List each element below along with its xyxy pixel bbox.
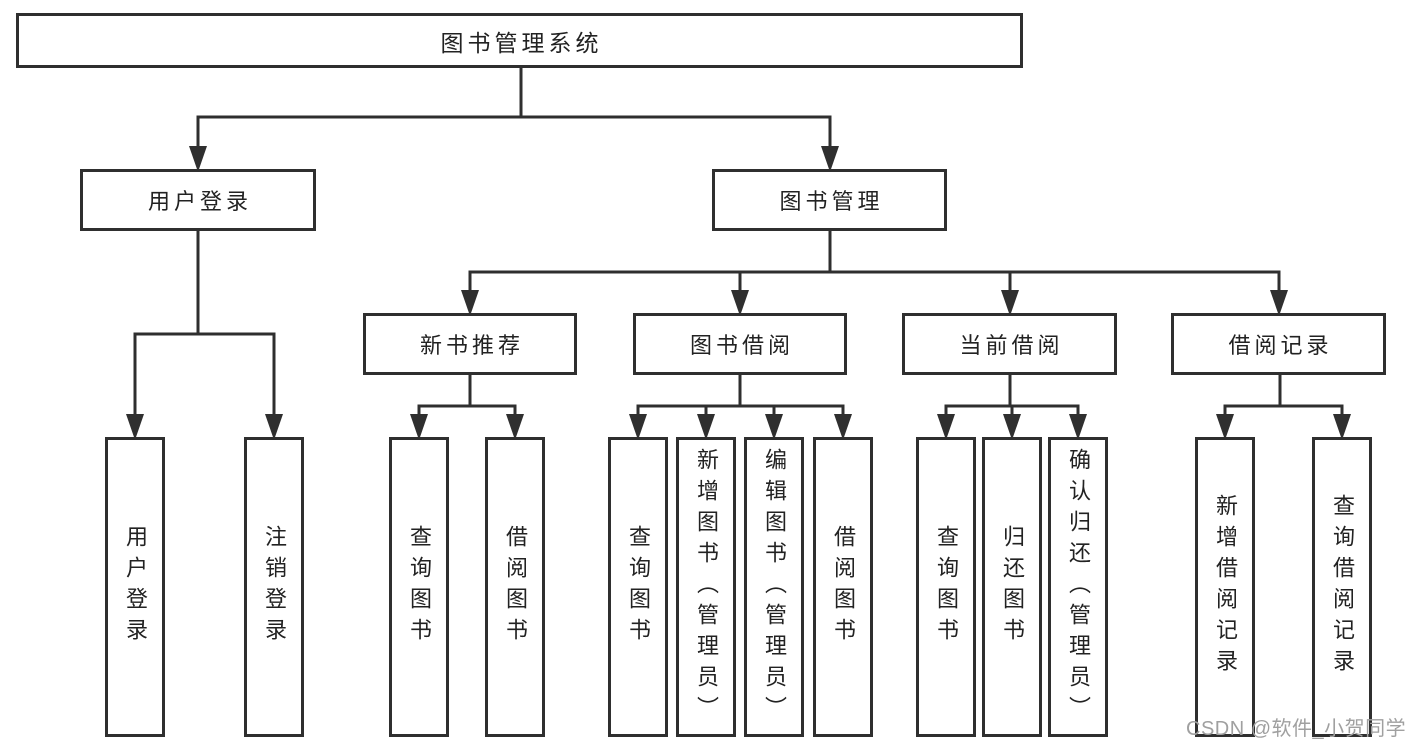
- arrowhead: [126, 414, 144, 440]
- leaf-bb-query-books: 查询图书: [608, 437, 668, 737]
- arrowhead: [1069, 414, 1087, 440]
- csdn-watermark: CSDN @软件_小贺同学: [1186, 718, 1405, 740]
- arrowhead: [697, 414, 715, 440]
- node-book-management-system: 图书管理系统: [16, 13, 1023, 68]
- arrowhead: [506, 414, 524, 440]
- arrowhead: [731, 290, 749, 316]
- leaf-cb-query-books: 查询图书: [916, 437, 976, 737]
- arrowhead: [629, 414, 647, 440]
- arrowhead: [189, 146, 207, 172]
- connector-root-split: [189, 65, 839, 172]
- leaf-bb-add-books-admin: 新增图书（管理员）: [676, 437, 736, 737]
- leaf-cb-return-books: 归还图书: [982, 437, 1042, 737]
- arrowhead: [1003, 414, 1021, 440]
- connector-borrow-record-split: [1216, 373, 1351, 440]
- connector-current-borrow-split: [937, 373, 1087, 440]
- node-borrow-records: 借阅记录: [1171, 313, 1386, 375]
- arrowhead: [1333, 414, 1351, 440]
- leaf-br-add-record: 新增借阅记录: [1195, 437, 1255, 737]
- connector-book-mgmt-split: [461, 229, 1288, 316]
- leaf-bb-edit-books-admin: 编辑图书（管理员）: [744, 437, 804, 737]
- leaf-nb-borrow-books: 借阅图书: [485, 437, 545, 737]
- arrowhead: [410, 414, 428, 440]
- arrowhead: [1270, 290, 1288, 316]
- node-user-login: 用户登录: [80, 169, 316, 231]
- arrowhead: [461, 290, 479, 316]
- leaf-logout: 注销登录: [244, 437, 304, 737]
- leaf-nb-query-books: 查询图书: [389, 437, 449, 737]
- leaf-cb-confirm-return-admin: 确认归还（管理员）: [1048, 437, 1108, 737]
- node-book-borrow: 图书借阅: [633, 313, 847, 375]
- leaf-user-login: 用户登录: [105, 437, 165, 737]
- node-new-book-recommend: 新书推荐: [363, 313, 577, 375]
- arrowhead: [937, 414, 955, 440]
- connector-user-login-split: [126, 229, 283, 440]
- arrowhead: [1001, 290, 1019, 316]
- connector-book-borrow-split: [629, 373, 852, 440]
- arrowhead: [765, 414, 783, 440]
- connector-new-book-split: [410, 373, 524, 440]
- node-current-borrow: 当前借阅: [902, 313, 1117, 375]
- node-book-management: 图书管理: [712, 169, 947, 231]
- leaf-bb-borrow-books: 借阅图书: [813, 437, 873, 737]
- arrowhead: [265, 414, 283, 440]
- arrowhead: [1216, 414, 1234, 440]
- leaf-br-query-record: 查询借阅记录: [1312, 437, 1372, 737]
- arrowhead: [834, 414, 852, 440]
- arrowhead: [821, 146, 839, 172]
